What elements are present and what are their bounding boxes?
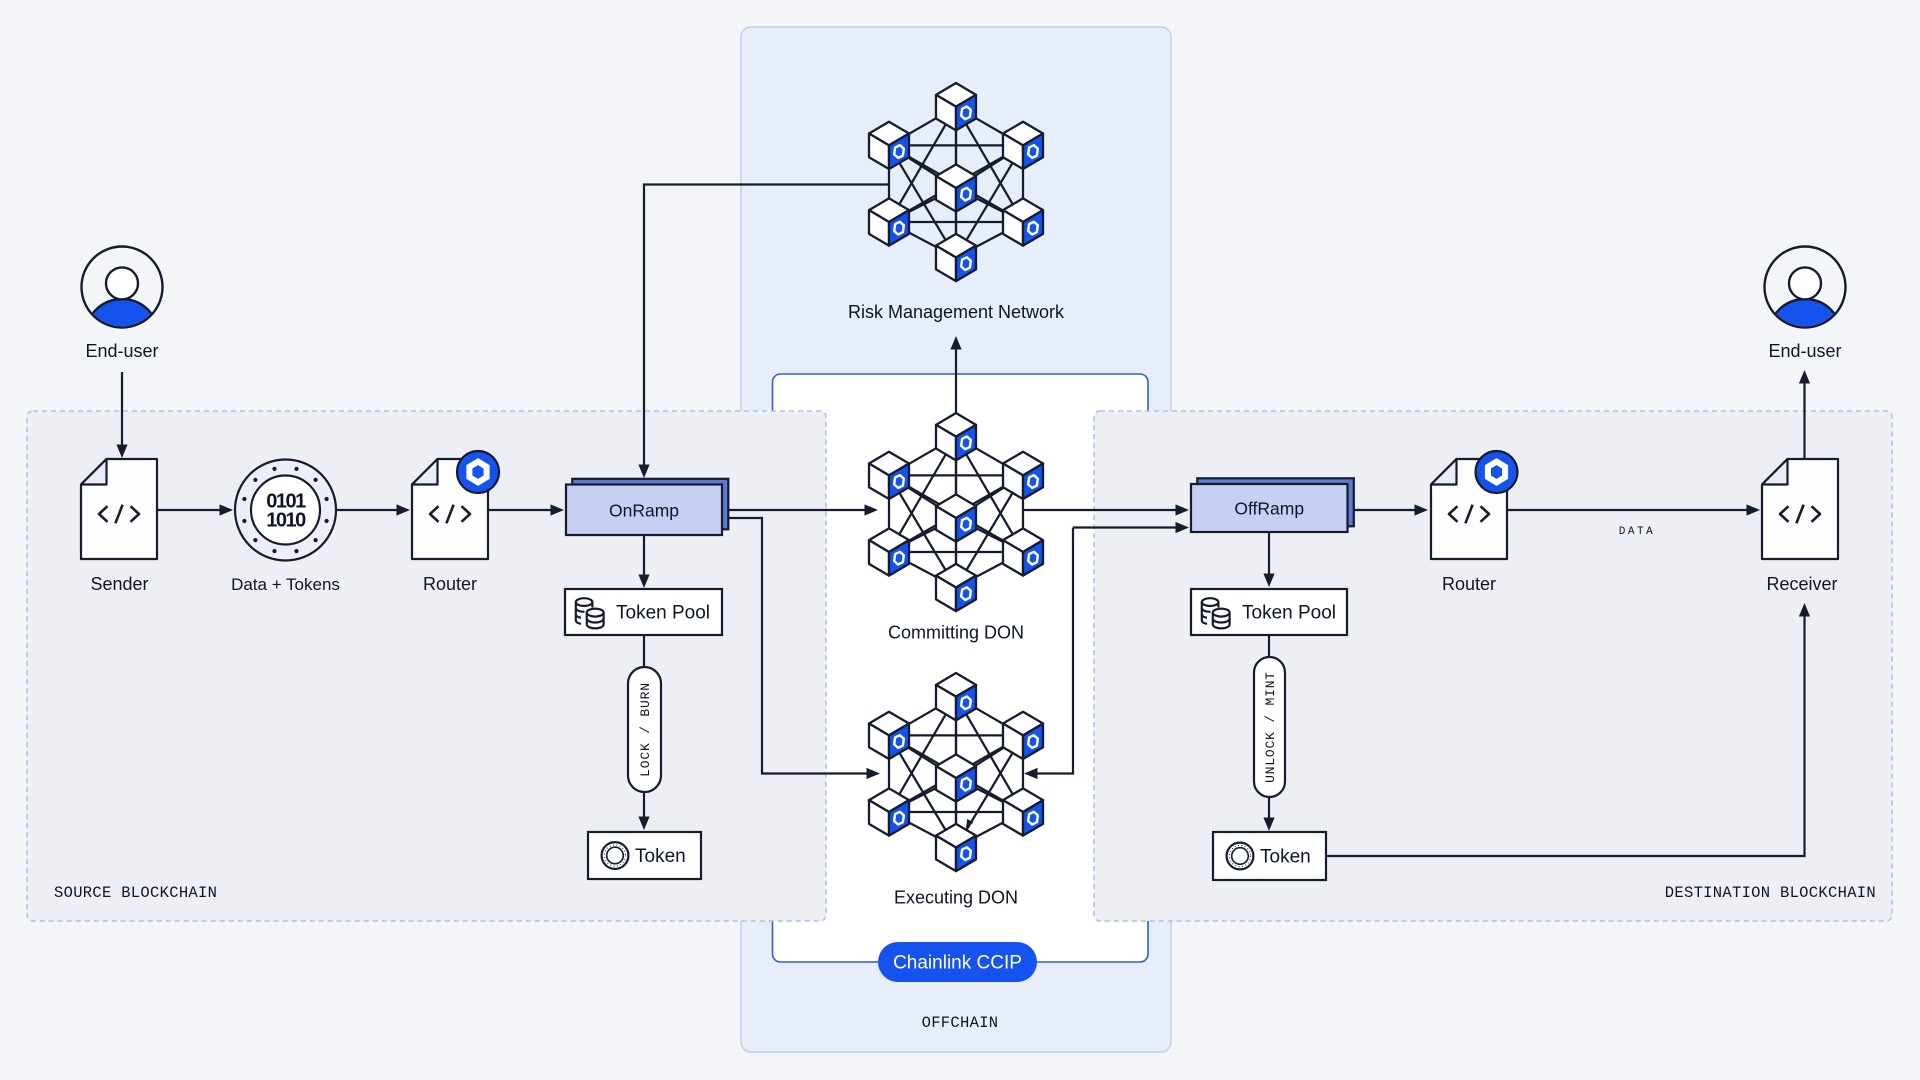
svg-text:0101: 0101 — [266, 491, 306, 513]
svg-text:Router: Router — [423, 574, 477, 594]
svg-text:Data + Tokens: Data + Tokens — [231, 575, 340, 594]
svg-text:Token: Token — [1260, 847, 1311, 868]
svg-text:OffRamp: OffRamp — [1234, 499, 1304, 519]
svg-text:Router: Router — [1442, 574, 1496, 594]
svg-text:Risk Management Network: Risk Management Network — [848, 302, 1065, 322]
svg-text:Committing DON: Committing DON — [888, 623, 1024, 643]
svg-text:LOCK / BURN: LOCK / BURN — [638, 682, 653, 777]
svg-text:Token Pool: Token Pool — [1242, 603, 1336, 624]
svg-text:Receiver: Receiver — [1766, 574, 1837, 594]
svg-text:DATA: DATA — [1619, 526, 1655, 538]
svg-text:OFFCHAIN: OFFCHAIN — [922, 1014, 999, 1032]
svg-text:SOURCE BLOCKCHAIN: SOURCE BLOCKCHAIN — [54, 884, 217, 902]
svg-text:UNLOCK / MINT: UNLOCK / MINT — [1263, 671, 1278, 783]
svg-text:Token Pool: Token Pool — [616, 603, 710, 624]
svg-text:1010: 1010 — [266, 510, 306, 532]
svg-text:Token: Token — [635, 846, 686, 867]
svg-text:End-user: End-user — [1768, 341, 1841, 361]
svg-text:DESTINATION BLOCKCHAIN: DESTINATION BLOCKCHAIN — [1665, 884, 1876, 902]
svg-text:Chainlink CCIP: Chainlink CCIP — [893, 953, 1022, 974]
svg-text:OnRamp: OnRamp — [609, 500, 679, 520]
svg-text:Executing DON: Executing DON — [894, 888, 1018, 908]
svg-text:Sender: Sender — [90, 574, 148, 594]
svg-text:End-user: End-user — [85, 341, 158, 361]
